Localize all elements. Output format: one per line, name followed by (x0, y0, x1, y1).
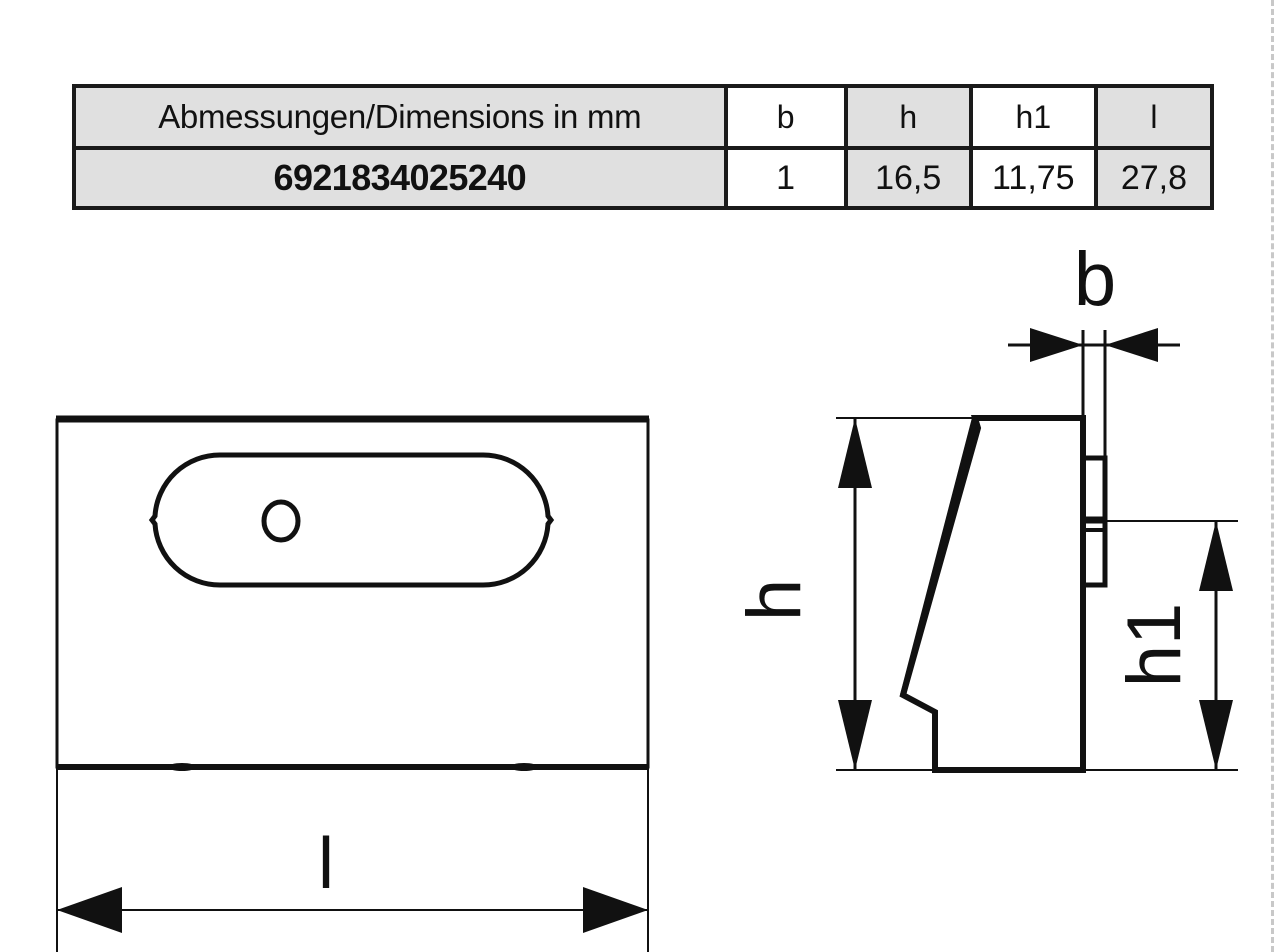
value-cell-l: 27,8 (1093, 146, 1215, 210)
table-header-row: Abmessungen/Dimensions in mm b h h1 l (72, 84, 1215, 150)
dimension-label-b: b (1074, 237, 1116, 322)
column-header-h: h (843, 84, 973, 150)
side-view-slant-edge (900, 417, 978, 696)
dimension-arrow-b-left (1030, 328, 1083, 362)
front-view-body-outline (55, 418, 650, 769)
dimension-arrow-h-bottom (838, 700, 872, 770)
table-title-cell: Abmessungen/Dimensions in mm (72, 84, 728, 150)
front-view-hole (261, 499, 301, 543)
front-view-boss-right (510, 763, 538, 771)
dimension-arrow-h-top (838, 418, 872, 488)
front-view-drawing: l (55, 415, 650, 952)
dimension-arrow-l-left (57, 887, 122, 933)
column-header-b: b (723, 84, 848, 150)
front-view-boss-left (168, 763, 196, 771)
dimension-label-h1: h1 (1112, 603, 1197, 688)
dimension-arrow-l-right (583, 887, 648, 933)
value-cell-h: 16,5 (843, 146, 973, 210)
part-number-cell: 6921834025240 (72, 146, 728, 210)
value-cell-h1: 11,75 (968, 146, 1098, 210)
dimension-arrow-b-right (1105, 328, 1158, 362)
front-view-slot-outline (148, 452, 555, 588)
value-cell-b: 1 (723, 146, 848, 210)
page-edge-dashed-rule (1271, 0, 1274, 952)
column-header-l: l (1093, 84, 1215, 150)
dimension-arrow-h1-bottom (1199, 700, 1233, 770)
side-view-drawing: b h h1 (732, 237, 1238, 773)
dimensions-table: Abmessungen/Dimensions in mm b h h1 l 69… (72, 84, 1215, 210)
column-header-h1: h1 (968, 84, 1098, 150)
dimension-label-l: l (318, 824, 334, 904)
table-row: 6921834025240 1 16,5 11,75 27,8 (72, 146, 1215, 210)
dimension-arrow-h1-top (1199, 521, 1233, 591)
dimension-label-h: h (732, 579, 817, 621)
